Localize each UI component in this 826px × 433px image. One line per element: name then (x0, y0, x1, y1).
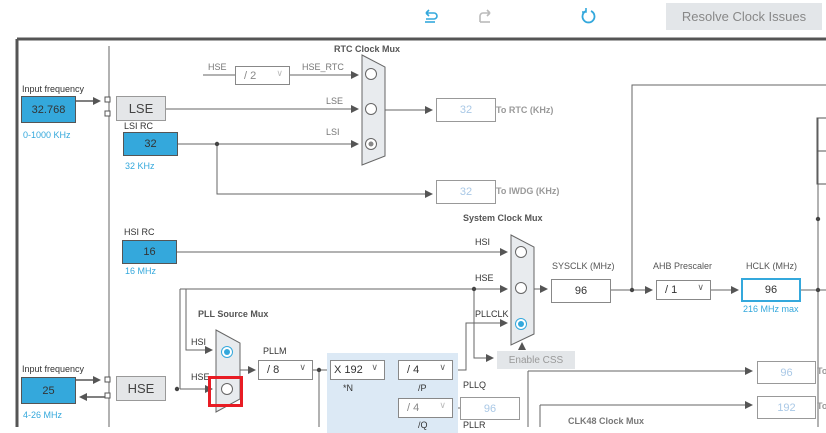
plln-value: X 192 (334, 364, 363, 376)
right-output-value-1: 96 (757, 361, 816, 384)
rtc-output-label: To RTC (KHz) (496, 105, 554, 115)
lsi-range: 32 KHz (125, 161, 155, 171)
rtc-hse-label: HSE (208, 62, 227, 72)
rtc-mux-hse-radio (365, 68, 377, 80)
hsi-range: 16 MHz (125, 266, 157, 276)
lsi-label: LSI RC (124, 121, 154, 131)
plln-multiplier[interactable]: X 192 ∨ (330, 360, 385, 380)
lse-input-frequency[interactable]: 32.768 (21, 96, 76, 123)
hse-rtc-divider[interactable]: / 2 ∨ (235, 66, 290, 85)
pll-hsi-label: HSI (191, 337, 207, 347)
redo-icon (479, 9, 491, 23)
pllp-value: / 4 (407, 364, 420, 376)
pllm-divider[interactable]: / 8 ∨ (258, 360, 313, 380)
hclk-label: HCLK (MHz) (746, 261, 797, 271)
redo-button[interactable] (476, 8, 494, 26)
pllm-value: / 8 (267, 364, 280, 376)
sys-hsi-label: HSI (475, 237, 491, 247)
hse-rtc-divider-value: / 2 (244, 69, 257, 82)
iwdg-output-label: To IWDG (KHz) (496, 186, 560, 196)
pllp-divider[interactable]: / 4 ∨ (398, 360, 453, 380)
sys-hse-label: HSE (475, 273, 494, 283)
chevron-down-icon: ∨ (697, 282, 704, 292)
pllp-label: /P (418, 383, 427, 393)
ahb-prescaler-value: / 1 (665, 284, 678, 296)
iwdg-output-value: 32 (436, 180, 496, 204)
hsi-value: 16 (122, 240, 177, 264)
rtc-mux-lse-radio (365, 103, 377, 115)
lse-source[interactable]: LSE (116, 96, 166, 121)
pll-mux-title: PLL Source Mux (198, 309, 269, 319)
ahb-label: AHB Prescaler (653, 261, 713, 271)
clk48-mux-title: CLK48 Clock Mux (568, 416, 645, 426)
pll-hse-label: HSE (191, 372, 210, 382)
sys-mux-title: System Clock Mux (463, 213, 543, 223)
chevron-down-icon: ∨ (299, 362, 306, 372)
undo-icon (425, 9, 438, 23)
rtc-lsi-label: LSI (326, 127, 340, 137)
chevron-down-icon: ∨ (439, 400, 446, 410)
chevron-down-icon: ∨ (439, 362, 446, 372)
sys-mux-hse-radio (515, 282, 527, 294)
lse-range: 0-1000 KHz (23, 130, 71, 140)
hse-rtc-label: HSE_RTC (302, 62, 344, 72)
sys-pll-label: PLLCLK (475, 309, 509, 319)
pllr-label: PLLR (463, 420, 486, 430)
hse-range: 4-26 MHz (23, 410, 63, 420)
enable-css-button[interactable]: Enable CSS (497, 351, 575, 369)
pllq-value: / 4 (407, 402, 420, 414)
pll-mux-hse-radio (221, 383, 233, 395)
lse-input-label: Input frequency (22, 84, 85, 94)
pllq-divider[interactable]: / 4 ∨ (398, 398, 453, 418)
rtc-mux-title: RTC Clock Mux (334, 44, 401, 54)
rtc-output-value: 32 (436, 98, 496, 122)
hse-input-frequency[interactable]: 25 (21, 377, 76, 404)
pllq-label: /Q (418, 420, 428, 430)
chevron-down-icon: ∨ (276, 68, 283, 78)
pllq-out-label: PLLQ (463, 380, 487, 390)
lsi-value: 32 (123, 132, 178, 156)
pllq-output-value: 96 (460, 397, 520, 420)
sys-mux-hsi-radio (515, 246, 527, 258)
undo-button[interactable] (422, 8, 440, 26)
refresh-icon (581, 8, 596, 24)
hclk-max: 216 MHz max (743, 304, 799, 314)
hse-source[interactable]: HSE (116, 376, 166, 401)
sysclk-label: SYSCLK (MHz) (552, 261, 615, 271)
pllm-label: PLLM (263, 346, 287, 356)
refresh-button[interactable] (579, 7, 597, 25)
rtc-lse-label: LSE (326, 96, 344, 106)
ahb-prescaler[interactable]: / 1 ∨ (656, 280, 711, 300)
hclk-value[interactable]: 96 (741, 278, 801, 302)
right-output-label-1: To (817, 366, 826, 376)
plln-label: *N (343, 383, 354, 393)
resolve-clock-issues-button[interactable]: Resolve Clock Issues (666, 3, 822, 30)
peripheral-clock-panel (632, 85, 826, 86)
right-output-value-2: 192 (757, 396, 816, 419)
hse-input-label: Input frequency (22, 364, 85, 374)
sysclk-value[interactable]: 96 (551, 279, 611, 303)
right-output-label-2: To (817, 401, 826, 411)
highlight-box (208, 376, 243, 407)
chevron-down-icon: ∨ (371, 362, 378, 372)
hsi-label: HSI RC (124, 227, 155, 237)
